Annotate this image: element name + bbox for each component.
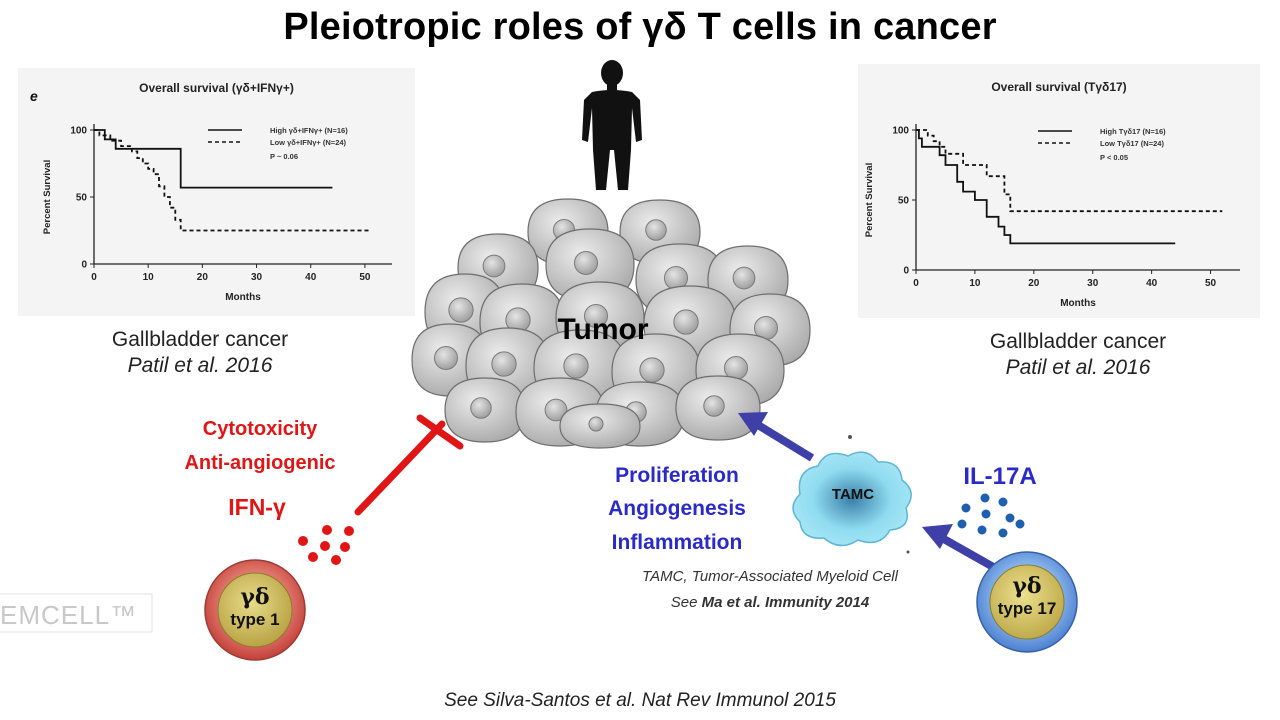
reference-prefix: See xyxy=(670,594,702,611)
tumor-cell-nucleus xyxy=(732,266,756,290)
tumor-cell-nucleus xyxy=(491,351,517,377)
tumor-cell-nucleus xyxy=(703,395,725,417)
reference-ma-2014: Ma et al. Immunity 2014 xyxy=(701,594,870,611)
x-axis-label: Months xyxy=(225,292,261,303)
tumor-cell-nucleus xyxy=(544,398,568,422)
il17a-label: IL-17A xyxy=(963,463,1037,490)
tumor-cell-nucleus xyxy=(573,250,599,276)
gd-type17-label: type 17 xyxy=(997,599,1057,618)
caption-left: Gallbladder cancer Patil et al. 2016 xyxy=(40,328,360,378)
chart-title: Overall survival (Tγδ17) xyxy=(991,80,1127,94)
survival-curve-high xyxy=(916,129,1176,245)
anti-angiogenic-label: Anti-angiogenic xyxy=(184,452,336,474)
y-axis-label: Percent Survival xyxy=(864,163,875,237)
tamc-label: TAMC xyxy=(831,486,875,503)
inhibition-arrow-icon xyxy=(354,414,464,516)
gd-type1-cell-icon xyxy=(204,559,306,661)
tumor-cell-nucleus xyxy=(482,254,506,278)
legend-label: Low γδ+IFNγ+ (N=24) xyxy=(270,138,347,147)
legend-label: High γδ+IFNγ+ (N=16) xyxy=(270,126,348,135)
legend-label: Low Tγδ17 (N=24) xyxy=(1100,139,1164,148)
tamc-definition-note: TAMC, Tumor-Associated Myeloid Cell xyxy=(642,568,898,585)
gd-type1-symbol: γδ xyxy=(240,584,270,610)
caption-right: Gallbladder cancer Patil et al. 2016 xyxy=(918,330,1238,380)
survival-chart-right: Overall survival (Tγδ17) 0 10 20 30 40 50 0 50 1… xyxy=(858,64,1260,318)
tumor-cluster-icon xyxy=(411,198,811,449)
y-tick-label: 0 xyxy=(81,260,87,271)
proliferation-label: Proliferation xyxy=(615,464,739,487)
x-tick-label: 40 xyxy=(1146,278,1158,289)
caption-right-disease: Gallbladder cancer xyxy=(989,330,1167,353)
x-tick-label: 30 xyxy=(1087,278,1099,289)
caption-left-disease: Gallbladder cancer xyxy=(111,328,289,351)
tumor-cell-nucleus xyxy=(563,353,589,379)
page-title: Pleiotropic roles of γδ T cells in cance… xyxy=(283,6,997,48)
survival-curve-low xyxy=(916,129,1223,213)
chart-title: Overall survival (γδ+IFNγ+) xyxy=(139,81,294,95)
x-tick-label: 50 xyxy=(1205,278,1217,289)
p-value-annotation: P ~ 0.06 xyxy=(270,152,298,161)
x-tick-label: 10 xyxy=(143,272,155,283)
x-tick-label: 10 xyxy=(969,278,981,289)
angiogenesis-label: Angiogenesis xyxy=(608,497,746,520)
panel-letter: e xyxy=(30,88,38,104)
cytotoxicity-label: Cytotoxicity xyxy=(202,418,318,440)
y-tick-label: 50 xyxy=(898,196,910,207)
tumor-cell-nucleus xyxy=(448,297,474,323)
y-tick-label: 100 xyxy=(892,126,909,137)
tumor-label: Tumor xyxy=(557,313,649,346)
caption-left-ref: Patil et al. 2016 xyxy=(127,354,273,377)
tamc-cell-icon xyxy=(792,435,912,554)
x-tick-label: 20 xyxy=(1028,278,1040,289)
x-tick-label: 0 xyxy=(913,278,919,289)
tumor-cell-nucleus xyxy=(645,219,667,241)
tumor-cell-nucleus xyxy=(433,345,459,371)
il17a-dots-icon xyxy=(957,493,1025,538)
tumor-cell-nucleus xyxy=(588,416,604,432)
x-tick-label: 40 xyxy=(305,272,317,283)
stimulation-arrow-icon xyxy=(738,412,815,462)
y-tick-label: 0 xyxy=(903,266,909,277)
il17a-arrow-icon xyxy=(922,524,997,572)
inflammation-label: Inflammation xyxy=(611,531,743,554)
watermark-logo: EMCELL™ xyxy=(0,600,138,630)
y-tick-label: 100 xyxy=(70,126,87,137)
x-tick-label: 20 xyxy=(197,272,209,283)
y-tick-label: 50 xyxy=(76,193,88,204)
gd-type17-symbol: γδ xyxy=(1012,573,1042,599)
p-value-annotation: P < 0.05 xyxy=(1100,153,1128,162)
tumor-cell-nucleus xyxy=(639,357,665,383)
x-tick-label: 0 xyxy=(91,272,97,283)
survival-curve-low xyxy=(94,129,371,232)
tumor-cell-nucleus xyxy=(583,303,609,329)
y-axis-label: Percent Survival xyxy=(42,160,53,234)
x-tick-label: 30 xyxy=(251,272,263,283)
watermark-box xyxy=(0,593,153,633)
gd-type17-cell-icon xyxy=(976,551,1078,653)
reference-note: See Ma et al. Immunity 2014 xyxy=(560,594,980,611)
tumor-cell-nucleus xyxy=(470,397,492,419)
footer-reference: See Silva-Santos et al. Nat Rev Immunol … xyxy=(444,690,836,711)
ifn-gamma-label: IFN-γ xyxy=(228,494,286,520)
gd-type1-label: type 1 xyxy=(230,610,280,629)
legend-label: High Tγδ17 (N=16) xyxy=(1100,127,1166,136)
x-tick-label: 50 xyxy=(359,272,371,283)
x-axis-label: Months xyxy=(1060,298,1096,309)
caption-right-ref: Patil et al. 2016 xyxy=(1005,356,1151,379)
tumor-cell-nucleus xyxy=(673,309,699,335)
ifn-gamma-dots-icon xyxy=(298,525,354,565)
survival-curve-high xyxy=(94,129,333,189)
survival-chart-left: e Overall survival (γδ+IFNγ+) 0 10 20 30 40 5… xyxy=(18,68,415,316)
human-silhouette-icon xyxy=(582,60,642,190)
